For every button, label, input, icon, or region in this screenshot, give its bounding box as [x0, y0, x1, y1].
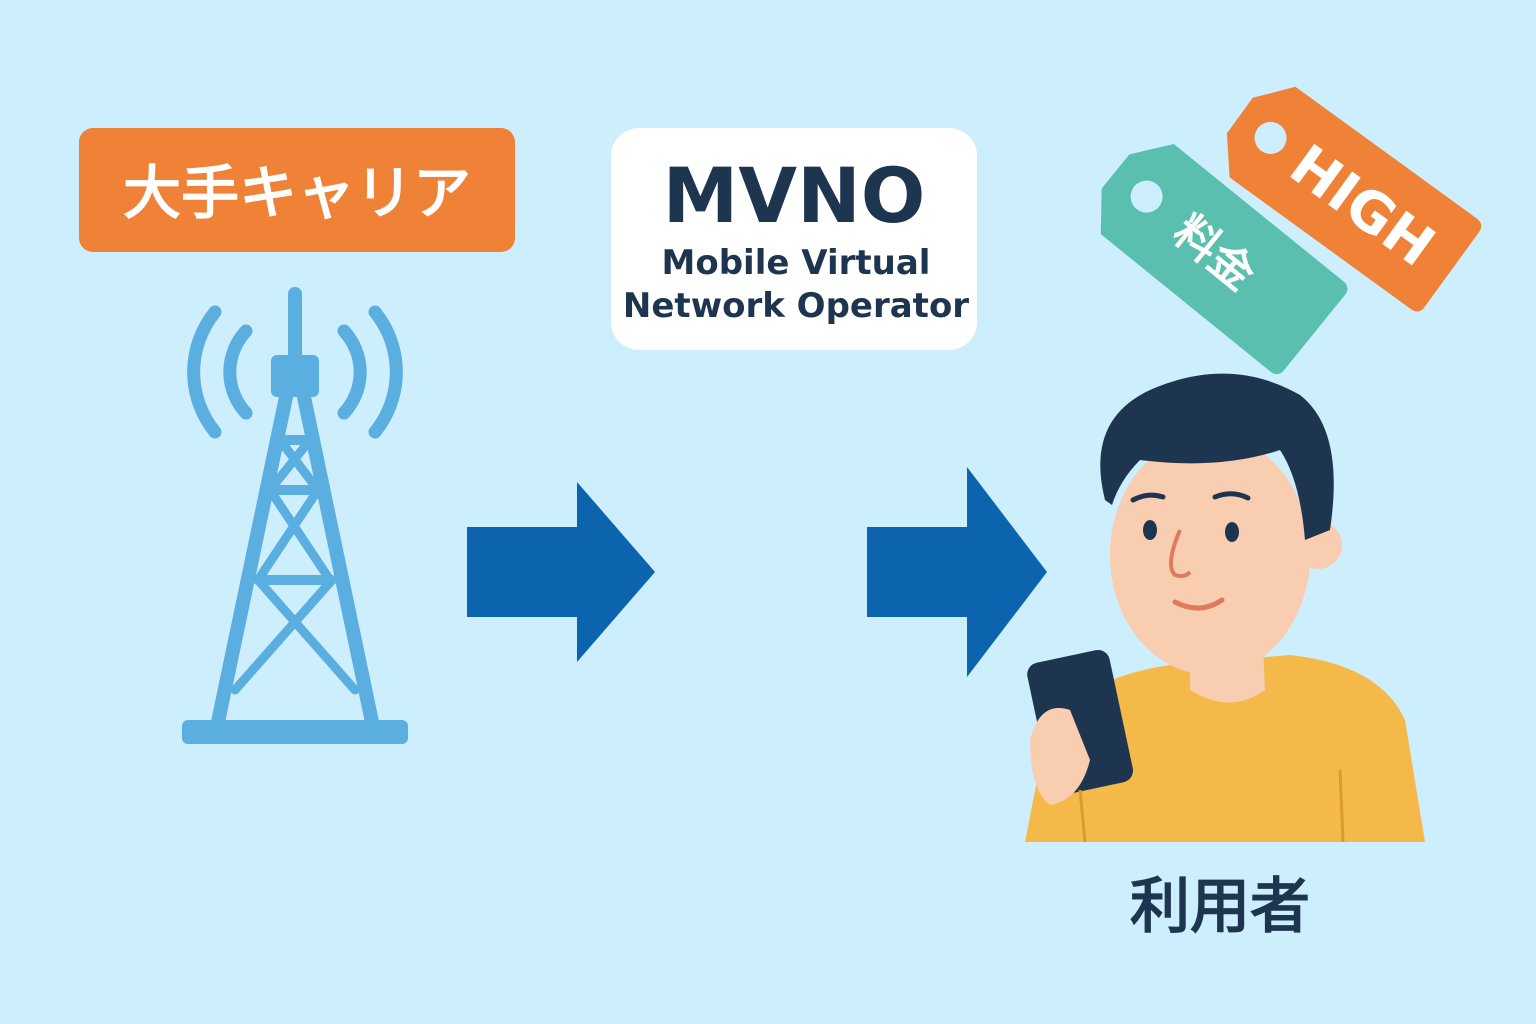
carrier-label-box: 大手キャリア: [79, 128, 515, 252]
arrow-right-icon: [467, 482, 655, 662]
mvno-subtitle-line2: Network Operator: [623, 286, 969, 326]
cell-tower-icon: [182, 287, 408, 744]
mvno-title: MVNO: [663, 151, 926, 240]
mvno-subtitle-line1: Mobile Virtual: [662, 243, 931, 283]
mvno-box: MVNO Mobile Virtual Network Operator: [611, 128, 977, 350]
carrier-label: 大手キャリア: [123, 159, 471, 227]
price-tag-icon: 料金: [1100, 143, 1348, 375]
user-avatar-illustration: [1025, 373, 1425, 843]
arrow-right-icon: [867, 467, 1047, 677]
user-label: 利用者: [1130, 872, 1310, 942]
